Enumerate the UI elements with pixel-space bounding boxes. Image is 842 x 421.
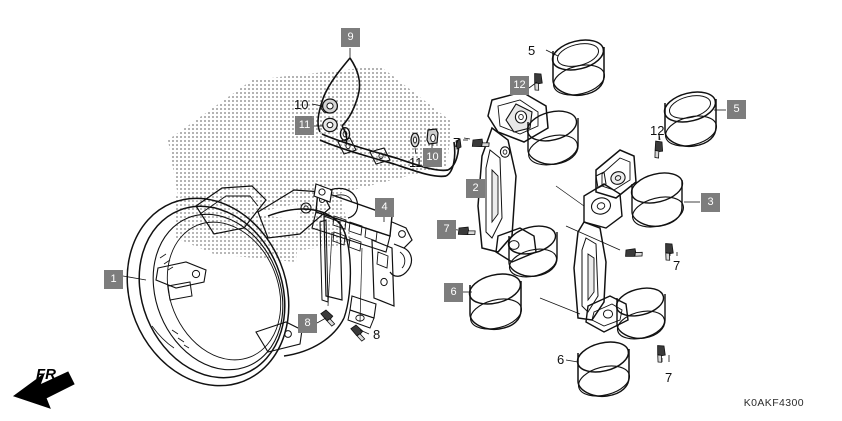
callout-11-rod[interactable]: 11 bbox=[409, 155, 423, 170]
callout-12-right[interactable]: 12 bbox=[650, 123, 665, 138]
callout-7-mid-right[interactable]: 7 bbox=[673, 258, 681, 273]
callout-11-upper[interactable]: 11 bbox=[295, 116, 314, 135]
callout-1[interactable]: 1 bbox=[104, 270, 123, 289]
callout-leader-lines bbox=[122, 48, 726, 363]
upper-dust-seal-left[interactable] bbox=[549, 35, 607, 100]
callout-10-rod[interactable]: 10 bbox=[423, 148, 442, 167]
collar-and-washer-upper[interactable] bbox=[320, 98, 339, 133]
callout-3[interactable]: 3 bbox=[701, 193, 720, 212]
right-holder-bolts[interactable] bbox=[653, 242, 676, 364]
callout-4[interactable]: 4 bbox=[375, 198, 394, 217]
callout-12-left[interactable]: 12 bbox=[510, 76, 529, 95]
callout-2[interactable]: 2 bbox=[466, 179, 485, 198]
lower-dust-seal-right[interactable] bbox=[574, 337, 632, 401]
callout-6-lower[interactable]: 6 bbox=[557, 352, 565, 367]
callout-7-upper-left[interactable]: 7 bbox=[453, 135, 461, 150]
front-direction-arrow bbox=[12, 371, 75, 409]
headlight-case-assembly[interactable] bbox=[100, 174, 352, 410]
upper-dust-seal-right[interactable] bbox=[661, 87, 719, 151]
callout-8-right[interactable]: 8 bbox=[373, 327, 381, 342]
left-handlebar-holder[interactable] bbox=[477, 91, 581, 281]
callout-6-center[interactable]: 6 bbox=[444, 283, 463, 302]
meter-stay-bracket[interactable] bbox=[311, 183, 413, 329]
callout-9[interactable]: 9 bbox=[341, 28, 360, 47]
left-holder-flange-bolt[interactable] bbox=[530, 72, 545, 92]
callout-10-upper[interactable]: 10 bbox=[294, 97, 309, 112]
callout-5-right[interactable]: 5 bbox=[727, 100, 746, 119]
right-handlebar-holder[interactable] bbox=[539, 149, 687, 343]
collar-and-washer-rod[interactable] bbox=[410, 128, 439, 148]
callout-5-left[interactable]: 5 bbox=[528, 43, 536, 58]
bracket-screws[interactable] bbox=[319, 231, 367, 344]
callout-7-left-lower[interactable]: 7 bbox=[437, 220, 456, 239]
lower-dust-seal-left[interactable] bbox=[466, 269, 524, 334]
harness-stay-bracket[interactable] bbox=[317, 57, 462, 178]
center-boot-bolt[interactable] bbox=[565, 225, 644, 261]
front-direction-label: FR. bbox=[36, 366, 61, 383]
part-code-label: K0AKF4300 bbox=[743, 397, 804, 409]
callout-8-left[interactable]: 8 bbox=[298, 314, 317, 333]
callout-7-bottom-right[interactable]: 7 bbox=[665, 370, 673, 385]
